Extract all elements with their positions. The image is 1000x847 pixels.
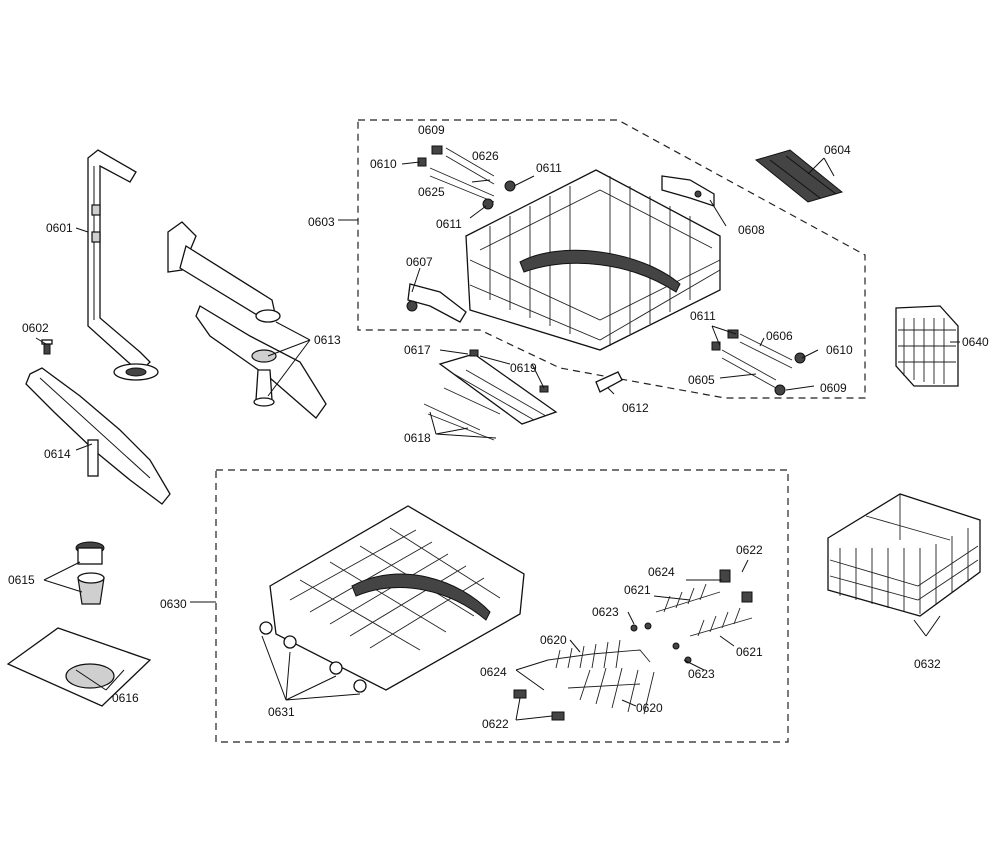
label-0620-lower: 0620 <box>636 701 663 715</box>
part-0605-0606-right-cluster <box>711 329 806 396</box>
label-0610-upper: 0610 <box>370 157 397 171</box>
label-0604: 0604 <box>824 143 851 157</box>
label-0605: 0605 <box>688 373 715 387</box>
label-0611-upper: 0611 <box>536 161 562 175</box>
label-0620-upper: 0620 <box>540 633 567 647</box>
part-labels: 0601 0602 0603 0604 0608 0607 0609 0610 … <box>8 123 989 731</box>
part-0609-0626-upper-cluster <box>417 145 516 210</box>
label-0610-lower: 0610 <box>826 343 853 357</box>
label-0609-lower: 0609 <box>820 381 847 395</box>
label-0615: 0615 <box>8 573 35 587</box>
part-0617-cup-shelf <box>423 349 558 441</box>
label-0621-lower: 0621 <box>736 645 763 659</box>
label-0612: 0612 <box>622 401 649 415</box>
label-0616: 0616 <box>112 691 139 705</box>
part-0604-tines <box>754 149 844 203</box>
part-0630-lower-rack <box>269 505 525 691</box>
part-0608-bracket <box>661 175 715 207</box>
label-0617: 0617 <box>404 343 431 357</box>
label-0618: 0618 <box>404 431 431 445</box>
upper-rack-boundary <box>357 119 866 399</box>
label-0601: 0601 <box>46 221 73 235</box>
part-0614-lower-arm <box>25 367 171 505</box>
label-0630: 0630 <box>160 597 187 611</box>
part-0631-wheels <box>259 621 367 693</box>
part-0615-filter <box>75 541 105 605</box>
label-0608: 0608 <box>738 223 765 237</box>
label-0632: 0632 <box>914 657 941 671</box>
label-0603: 0603 <box>308 215 335 229</box>
label-0626: 0626 <box>472 149 499 163</box>
part-0612-clip <box>595 371 623 393</box>
label-0607: 0607 <box>406 255 433 269</box>
label-0613: 0613 <box>314 333 341 347</box>
part-0632-cutlery-basket <box>827 493 981 617</box>
lower-rack-boundary <box>215 469 789 743</box>
label-0631: 0631 <box>268 705 295 719</box>
part-0603-upper-rack <box>465 169 721 351</box>
label-0622-upper: 0622 <box>736 543 763 557</box>
part-0616-filter-plate <box>6 627 152 707</box>
label-0611-middle: 0611 <box>436 217 462 231</box>
label-0624-upper: 0624 <box>648 565 675 579</box>
label-0625: 0625 <box>418 185 445 199</box>
label-0624-lower: 0624 <box>480 665 507 679</box>
label-0611-lower: 0611 <box>690 309 716 323</box>
label-0614: 0614 <box>44 447 71 461</box>
label-0621-upper: 0621 <box>624 583 651 597</box>
part-0621-tines-small <box>655 583 753 637</box>
part-0640-basket <box>895 305 959 387</box>
leader-lines <box>35 157 960 721</box>
label-0623-upper: 0623 <box>592 605 619 619</box>
label-0622-lower: 0622 <box>482 717 509 731</box>
label-0609-upper: 0609 <box>418 123 445 137</box>
part-0620-tines-large <box>547 639 655 715</box>
label-0602: 0602 <box>22 321 49 335</box>
part-0613-upper-arm <box>167 221 327 419</box>
part-0607-adjuster <box>406 283 467 323</box>
label-0640: 0640 <box>962 335 989 349</box>
label-0619: 0619 <box>510 361 537 375</box>
part-0622-0623-clips <box>513 569 753 721</box>
part-0601-spray-tube <box>87 149 159 381</box>
label-0623-lower: 0623 <box>688 667 715 681</box>
label-0606: 0606 <box>766 329 793 343</box>
